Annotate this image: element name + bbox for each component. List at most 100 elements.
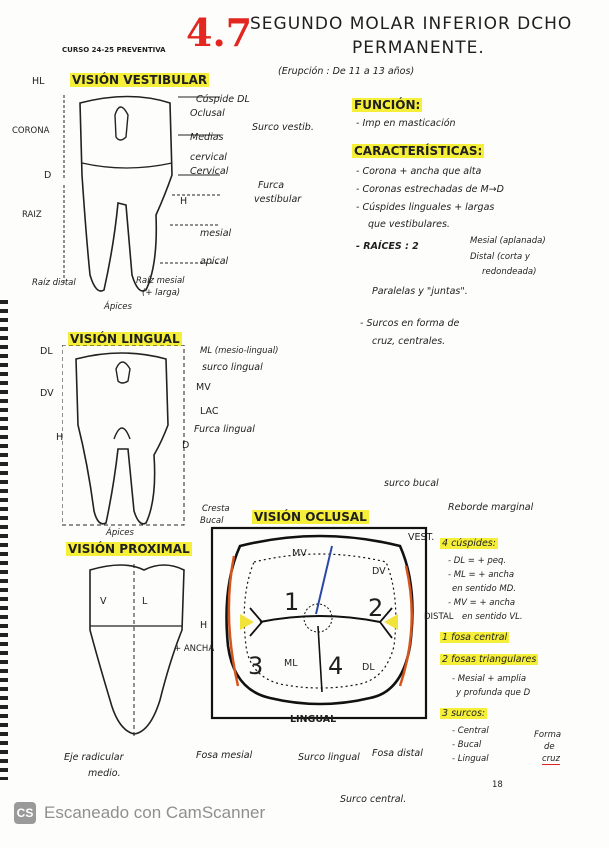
- label-d-lingual: D: [182, 440, 189, 451]
- proximal-l: L: [142, 596, 147, 607]
- surcos-note-2: cruz, centrales.: [372, 336, 445, 347]
- label-cervical-1: cervical: [190, 152, 227, 163]
- label-oclusal: Oclusal: [190, 108, 225, 119]
- cusp-number-2: 2: [368, 594, 383, 622]
- label-furca: Furca: [258, 180, 284, 191]
- cuspide-dl: - DL = + peq.: [448, 556, 506, 566]
- label-d: D: [44, 170, 51, 181]
- eruption-note: (Erupción : De 11 a 13 años): [278, 66, 414, 77]
- scanner-footer: CS Escaneado con CamScanner: [0, 798, 609, 828]
- cuspide-mv: - MV = + ancha: [448, 598, 515, 608]
- label-fosa-mesial: Fosa mesial: [196, 750, 252, 761]
- forma-label: Forma: [534, 730, 561, 740]
- cuspide-mv-2: en sentido VL.: [462, 612, 523, 622]
- label-ml: ML (mesio-lingual): [200, 346, 278, 356]
- proximal-medio: medio.: [88, 768, 121, 779]
- lingual-heading: VISIÓN LINGUAL: [68, 332, 182, 346]
- course-label: CURSO 24-25 PREVENTIVA: [62, 46, 166, 54]
- label-h: H: [180, 196, 187, 207]
- label-raiz: RAIZ: [22, 210, 42, 220]
- caract-3: - Cúspides linguales + largas: [356, 202, 494, 213]
- label-oc-dv: DV: [372, 566, 386, 577]
- vestibular-tooth-drawing: [60, 85, 290, 300]
- page-number: 18: [492, 780, 503, 790]
- mesial-note: - Mesial + amplia: [452, 674, 526, 684]
- label-reborde: Reborde marginal: [448, 502, 533, 513]
- label-dv: DV: [40, 388, 54, 399]
- de-label: de: [544, 742, 555, 752]
- label-furca-lingual: Furca lingual: [194, 424, 255, 435]
- proximal-h: H: [200, 620, 207, 631]
- cusp-number-4: 4: [328, 652, 343, 680]
- label-raiz-distal: Raíz distal: [32, 278, 76, 288]
- camscanner-logo: CS: [14, 802, 36, 824]
- surcos-note: - Surcos en forma de: [360, 318, 459, 329]
- label-mesial: mesial: [200, 228, 231, 239]
- caract-1: - Corona + ancha que alta: [356, 166, 481, 177]
- label-oc-lingual: LINGUAL: [290, 714, 336, 725]
- label-vestibular: vestibular: [254, 194, 301, 205]
- label-corona: CORONA: [12, 126, 49, 136]
- label-surco-lingual-oc: Surco lingual: [298, 752, 360, 763]
- raices-mesial: Mesial (aplanada): [470, 236, 546, 246]
- label-dl: DL: [40, 346, 53, 357]
- label-lac: LAC: [200, 406, 218, 417]
- label-bucal: Bucal: [200, 516, 223, 526]
- label-mv: MV: [196, 382, 211, 393]
- page-title: SEGUNDO MOLAR INFERIOR DCHO: [250, 14, 572, 34]
- raices-distal: Distal (corta y: [470, 252, 530, 262]
- cuspides-heading: 4 cúspides:: [440, 538, 498, 549]
- cruz-label: cruz: [542, 754, 560, 765]
- label-surco-vestib: Surco vestib.: [252, 122, 314, 133]
- proximal-v: V: [100, 596, 107, 607]
- label-apices: Ápices: [104, 302, 132, 312]
- fosas-triangulares-note: 2 fosas triangulares: [440, 654, 538, 665]
- proximal-ancha: + ANCHA: [174, 644, 214, 654]
- label-raiz-mesial: Raíz mesial: [136, 276, 185, 286]
- cusp-number-1: 1: [284, 588, 299, 616]
- label-surco-bucal: surco bucal: [384, 478, 439, 489]
- surco-central-item: - Central: [452, 726, 489, 736]
- proximal-heading: VISIÓN PROXIMAL: [66, 542, 192, 556]
- caract-2: - Coronas estrechadas de M→D: [356, 184, 504, 195]
- caract-3b: que vestibulares.: [368, 219, 450, 230]
- oclusal-tooth-drawing: [210, 526, 430, 726]
- label-distal: DISTAL: [424, 612, 454, 622]
- section-number: 4.7: [186, 10, 252, 55]
- funcion-text: - Imp en masticación: [356, 118, 456, 129]
- funcion-heading: FUNCIÓN:: [352, 98, 422, 112]
- cuspide-ml: - ML = + ancha: [448, 570, 514, 580]
- label-cresta: Cresta: [202, 504, 230, 514]
- mesial-note-2: y profunda que D: [456, 688, 530, 698]
- spiral-binding: [0, 300, 8, 780]
- cusp-number-3: 3: [248, 652, 263, 680]
- label-cuspide: Cúspide DL: [196, 94, 250, 105]
- surcos-heading: 3 surcos:: [440, 708, 487, 719]
- label-oc-dl: DL: [362, 662, 375, 673]
- oclusal-heading: VISIÓN OCLUSAL: [252, 510, 369, 524]
- label-oc-mv: MV: [292, 548, 307, 559]
- surco-bucal-item: - Bucal: [452, 740, 481, 750]
- label-vest: VEST.: [408, 532, 434, 543]
- cuspide-ml-2: en sentido MD.: [452, 584, 516, 594]
- proximal-eje: Eje radicular: [64, 752, 124, 763]
- raices-distal-2: redondeada): [482, 267, 536, 277]
- raices-label: - RAÍCES : 2: [356, 241, 419, 252]
- caracteristicas-heading: CARACTERÍSTICAS:: [352, 144, 484, 158]
- label-mas-larga: (+ larga): [142, 288, 180, 298]
- label-medias: Medias: [190, 132, 223, 143]
- label-apical: apical: [200, 256, 228, 267]
- fosa-central-note: 1 fosa central: [440, 632, 509, 643]
- page-title-line2: PERMANENTE.: [352, 38, 485, 58]
- camscanner-text: Escaneado con CamScanner: [44, 803, 265, 823]
- lingual-tooth-drawing: [62, 345, 192, 530]
- paralelas-note: Paralelas y "juntas".: [372, 286, 468, 297]
- label-oc-ml: ML: [284, 658, 298, 669]
- label-fosa-distal: Fosa distal: [372, 748, 423, 759]
- label-surco-lingual: surco lingual: [202, 362, 263, 373]
- label-hl: HL: [32, 76, 44, 87]
- label-apices-lingual: Ápices: [106, 528, 134, 538]
- surco-lingual-item: - Lingual: [452, 754, 489, 764]
- label-cervical-2: Cervical: [190, 166, 228, 177]
